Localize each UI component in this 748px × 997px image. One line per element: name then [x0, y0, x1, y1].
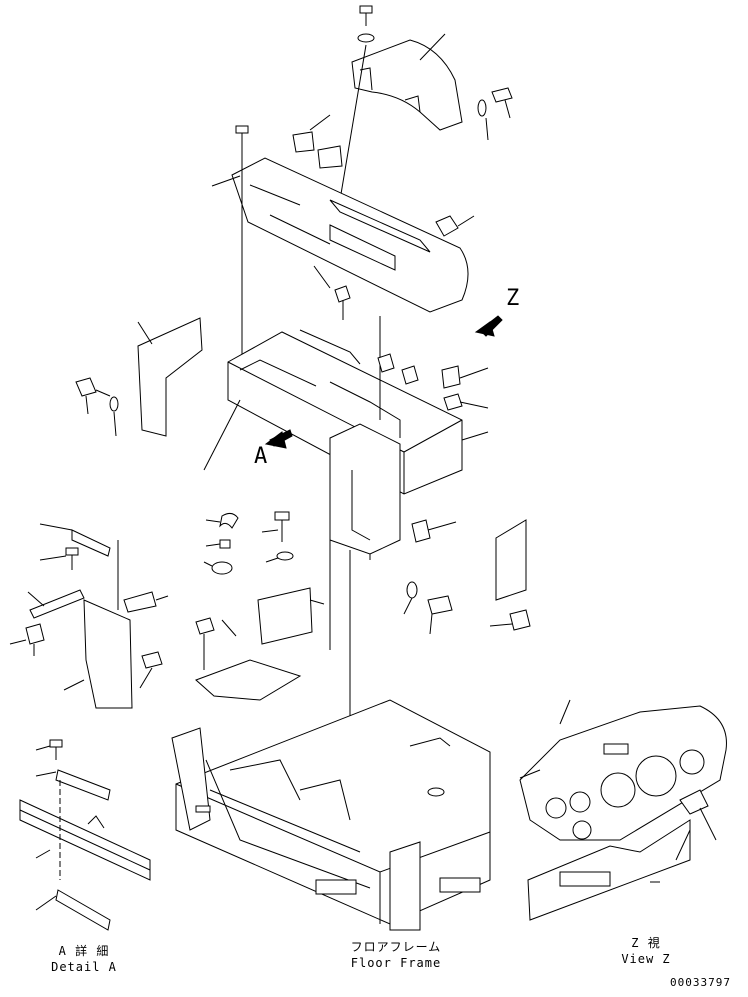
floor-frame-caption-jp: フロアフレーム — [350, 940, 442, 954]
view-z-drawing — [519, 699, 727, 921]
right-switch — [435, 215, 475, 237]
detail-a-drawing — [19, 739, 151, 931]
view-a-arrow — [264, 429, 293, 449]
upper-dash-panel — [231, 157, 469, 313]
upper-bolt — [211, 125, 249, 360]
view-z-caption-jp: Z 視 — [631, 936, 661, 950]
left-bracket-assembly — [9, 523, 169, 709]
detail-a-caption-en: Detail A — [51, 960, 117, 974]
top-cover — [351, 33, 463, 131]
floor-frame-caption-en: Floor Frame — [350, 956, 442, 970]
center-small-parts — [195, 511, 325, 701]
right-top-bolt — [477, 87, 513, 141]
left-side-plate — [75, 317, 203, 437]
view-z-caption-en: View Z — [621, 952, 671, 966]
console-box — [203, 316, 463, 495]
view-z-marker: Z — [506, 286, 521, 311]
floor-frame — [171, 699, 491, 931]
support-column — [329, 423, 401, 760]
console-bolts — [377, 353, 489, 441]
switch-pair — [292, 114, 343, 169]
view-z-arrow — [474, 315, 503, 337]
right-panel — [403, 519, 531, 635]
top-bolt — [339, 5, 375, 201]
drawing-number: 00033797 — [670, 976, 731, 989]
center-bolt — [313, 265, 351, 320]
detail-a-caption-jp: A 詳 細 — [58, 944, 110, 958]
view-a-marker: A — [254, 444, 269, 469]
